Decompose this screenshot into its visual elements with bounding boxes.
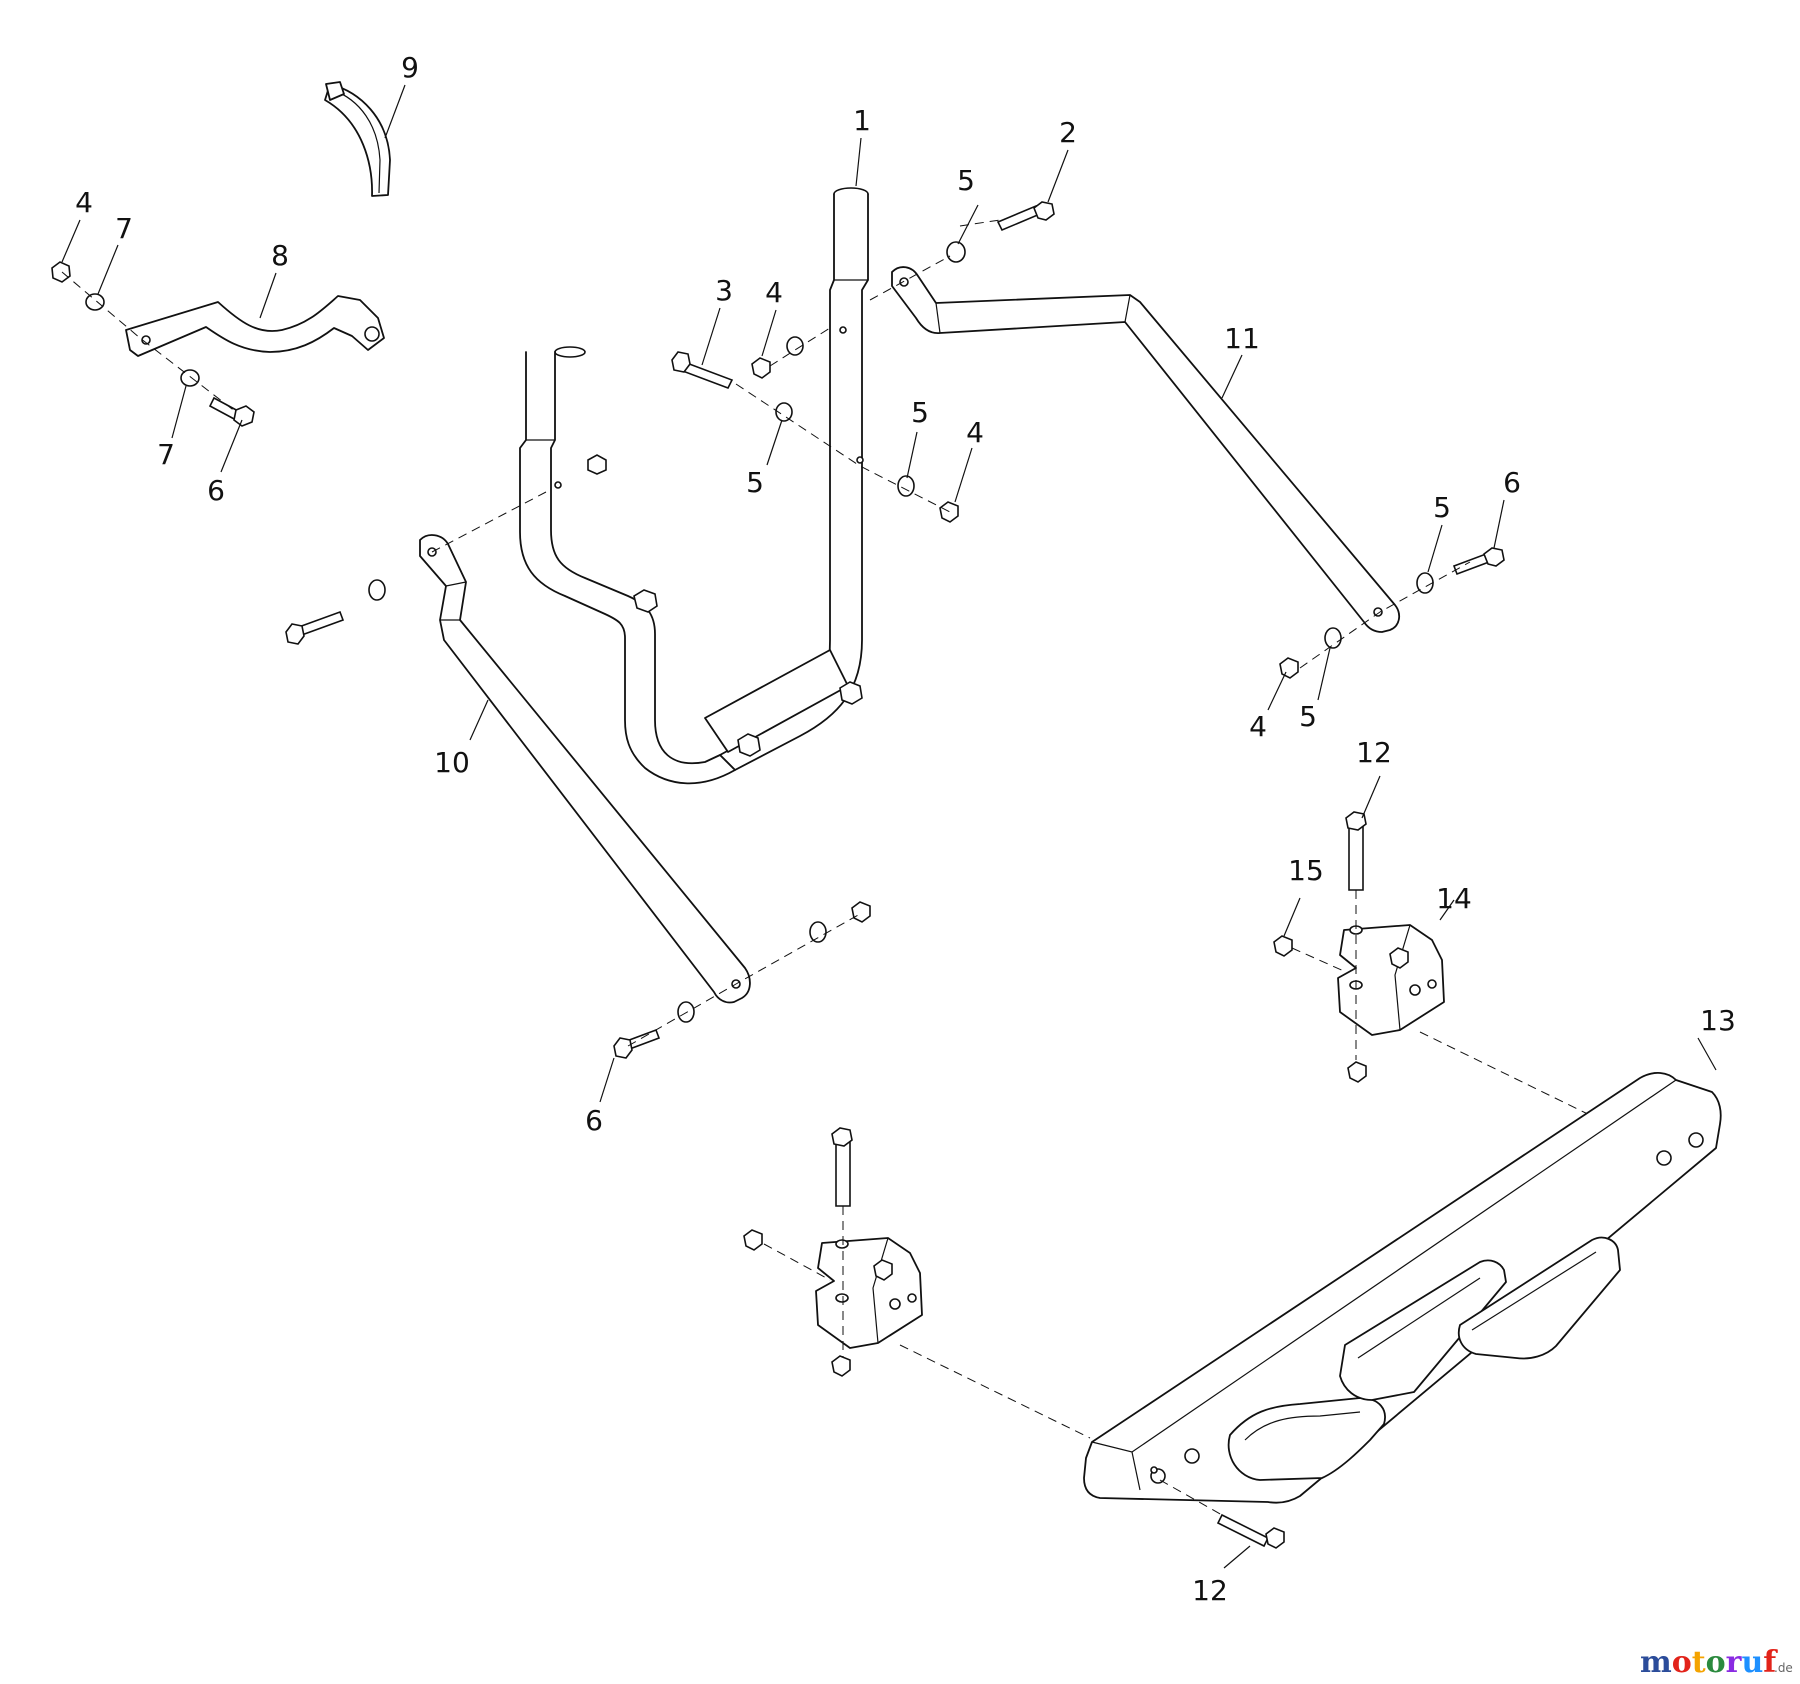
part-8-hardware <box>51 261 255 427</box>
part-11-right-bar <box>891 266 1401 633</box>
part-9-curved-grip <box>324 81 391 197</box>
watermark-letter: r <box>1726 1645 1743 1680</box>
callout-4-right: 4 <box>1249 710 1267 743</box>
callout-9: 9 <box>401 51 419 84</box>
callout-2: 2 <box>1059 116 1077 149</box>
watermark-letter: u <box>1741 1645 1763 1680</box>
callout-5-center-right: 5 <box>911 396 929 429</box>
callout-12-top: 12 <box>1356 736 1392 769</box>
watermark-letter: o <box>1672 1645 1692 1680</box>
callout-5-center-left: 5 <box>746 466 764 499</box>
watermark-letter: m <box>1640 1645 1672 1680</box>
callout-6-bottom: 6 <box>585 1104 603 1137</box>
callout-6-right: 6 <box>1503 466 1521 499</box>
callout-4-mid-right: 4 <box>966 416 984 449</box>
callout-1: 1 <box>853 104 871 137</box>
part-14-bracket <box>1273 811 1601 1121</box>
callout-5-top: 5 <box>957 164 975 197</box>
callout-3: 3 <box>715 274 733 307</box>
callout-12-bottom: 12 <box>1192 1574 1228 1607</box>
motoruf-watermark: motoruf .de <box>1640 1645 1793 1680</box>
left-bumper-bracket <box>743 1127 1091 1439</box>
callout-6-left: 6 <box>207 474 225 507</box>
callout-8: 8 <box>271 239 289 272</box>
callout-4-center: 4 <box>765 276 783 309</box>
callout-7-top: 7 <box>115 212 133 245</box>
watermark-letter: o <box>1706 1645 1726 1680</box>
callout-4-top-left: 4 <box>75 186 93 219</box>
watermark-letter: f <box>1763 1645 1778 1680</box>
callout-14: 14 <box>1436 882 1472 915</box>
callout-5-right-bottom: 5 <box>1299 700 1317 733</box>
callout-15: 15 <box>1288 854 1324 887</box>
watermark-tld: .de <box>1774 1661 1793 1675</box>
callout-11: 11 <box>1224 322 1260 355</box>
callout-13: 13 <box>1700 1004 1736 1037</box>
callout-10: 10 <box>434 746 470 779</box>
part-10-left-bar <box>419 534 751 1004</box>
callout-labels: 1 2 3 4 4 4 4 5 5 5 5 5 6 6 6 7 7 8 9 10… <box>75 51 1736 1607</box>
svg-text:motoruf: motoruf <box>1640 1645 1778 1680</box>
part-13-bumper <box>1083 1072 1722 1549</box>
watermark-letter: t <box>1692 1645 1706 1680</box>
callout-5-right-top: 5 <box>1433 491 1451 524</box>
callout-7-bottom: 7 <box>157 438 175 471</box>
part-1-handle-frame <box>519 187 869 785</box>
leader-lines <box>61 84 1717 1569</box>
frame-hardware <box>285 201 1505 1059</box>
part-8-bracket-strap <box>125 295 385 357</box>
